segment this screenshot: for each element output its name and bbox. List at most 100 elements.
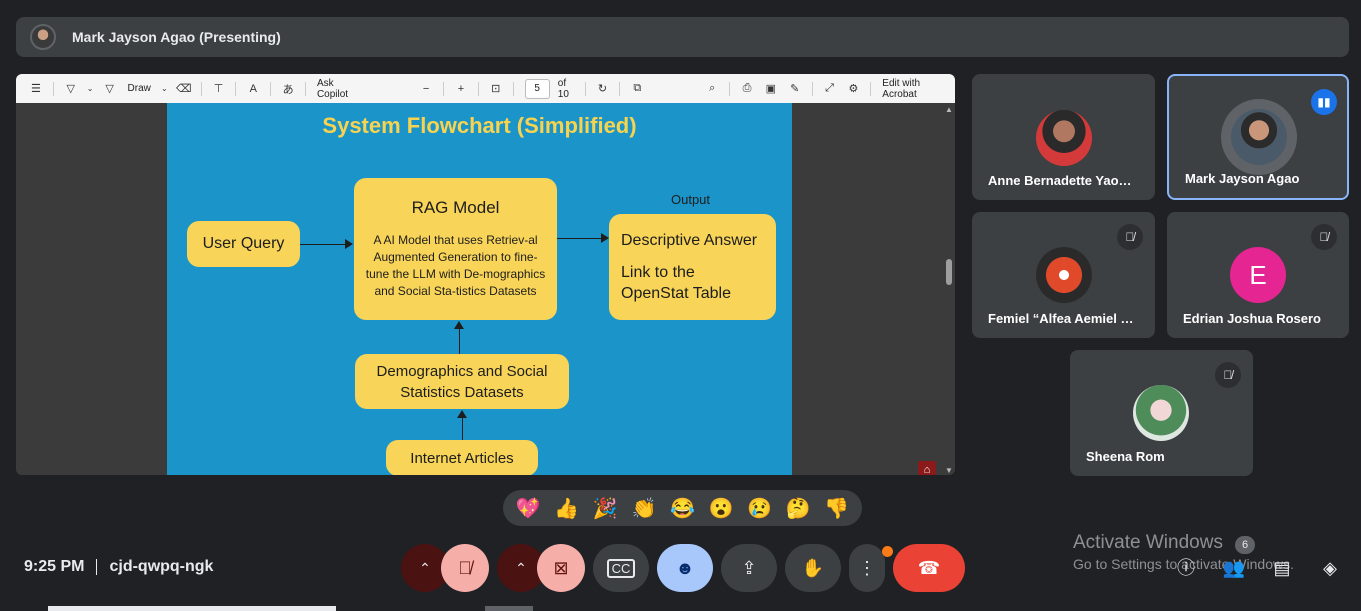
arrow-line [459,328,460,354]
save-icon[interactable]: ▣ [765,83,777,95]
translate-icon[interactable]: あ [282,83,294,96]
emoji-button[interactable]: ☻ [657,544,713,592]
rotate-icon[interactable]: ↻ [597,83,608,95]
people-count-badge: 6 [1235,536,1255,554]
present-icon: ⇪ [741,557,757,578]
page-view-icon[interactable]: ⧉ [633,82,642,94]
activities-icon[interactable]: ◈ [1323,558,1337,578]
chevron-down-icon[interactable]: ⌄ [86,84,94,93]
internet-articles-label: Internet Articles [410,449,514,467]
participant-name: Mark Jayson Agao [1185,171,1300,186]
pdf-scrollbar[interactable]: ▲ ▼ [945,103,953,475]
highlight-icon[interactable]: ▽ [66,83,75,95]
mic-toggle-button[interactable]: 🎙̸ [441,544,489,592]
acrobat-icon[interactable]: ⌂ [918,461,936,475]
text-box-icon[interactable]: ⊤ [213,83,224,95]
arrow-head [454,321,464,329]
participant-tile[interactable]: 🎙̸ Sheena Rom [1070,350,1253,476]
output-label: Output [671,192,711,207]
settings-icon[interactable]: ⚙ [848,83,859,95]
arrow-head [601,233,609,243]
emoji-icon: ☻ [675,557,695,578]
divider [200,81,202,96]
read-aloud-icon[interactable]: A [249,82,257,95]
scroll-thumb[interactable] [946,259,952,285]
fullscreen-icon[interactable]: ⤢ [825,82,834,94]
participant-tile[interactable]: E 🎙̸ Edrian Joshua Rosero [1167,212,1349,338]
participant-name: Femiel “Alfea Aemiel … [988,311,1134,326]
zoom-out-icon[interactable]: − [422,82,430,95]
divider [729,81,731,96]
people-icon[interactable]: 👥 [1222,558,1246,578]
captions-icon: CC [606,558,636,578]
end-call-button[interactable]: ☎ [893,544,965,592]
info-icon[interactable]: ⓘ [1177,558,1195,578]
slide: System Flowchart (Simplified) User Query… [167,103,792,475]
meeting-code: cjd-qwpq-ngk [109,558,214,575]
taskbar-edge [48,606,336,611]
divider [305,81,306,96]
zoom-in-icon[interactable]: + [457,82,465,95]
arrow-line [462,417,463,440]
divider [811,81,813,96]
reaction-thinking[interactable]: 🤔 [785,497,811,520]
edit-with-acrobat-button[interactable]: Edit with Acrobat [882,77,921,100]
avatar [1231,109,1287,165]
output-line-1: Descriptive Answer [621,232,758,249]
ask-copilot-button[interactable]: Ask Copilot [316,77,349,100]
reaction-sparkling-heart[interactable]: 💖 [515,497,541,520]
participant-name: Anne Bernadette Yao… [988,173,1132,188]
divider [96,559,98,575]
draw-button[interactable]: Draw [127,83,151,94]
divider [52,81,54,96]
chat-icon[interactable]: ▤ [1273,558,1291,578]
presenter-bar: Mark Jayson Agao (Presenting) [16,17,1349,57]
participant-tile[interactable]: 🎙̸ Femiel “Alfea Aemiel … [972,212,1155,338]
camera-toggle-button[interactable]: ⊠ [537,544,585,592]
scroll-down-icon[interactable]: ▼ [945,466,953,475]
participant-tile[interactable]: ▮▮ Mark Jayson Agao [1167,74,1349,200]
chevron-down-icon[interactable]: ⌄ [160,84,168,93]
output-line-2: Link to the OpenStat Table [621,264,732,302]
speaking-icon: ▮▮ [1311,89,1337,115]
divider [512,81,514,96]
more-options-button[interactable]: ⋮ [849,544,885,592]
reactions-bar: 💖 👍 🎉 👏 😂 😮 😢 🤔 👎 [503,490,862,526]
draw-icon[interactable]: ▽ [105,83,114,95]
fit-page-icon[interactable]: ⊡ [491,83,501,95]
pdf-toolbar: ☰ ▽ ⌄ ▽ Draw ⌄ ⌫ ⊤ A あ Ask Copilot − + ⊡… [16,74,955,103]
mic-off-icon: 🎙̸ [458,557,472,578]
participant-name: Sheena Rom [1086,449,1165,464]
internet-articles-box: Internet Articles [386,440,538,475]
search-icon[interactable]: ⌕ [709,82,716,94]
print-icon[interactable]: ⎙ [742,82,752,94]
participant-tile[interactable]: Anne Bernadette Yao… [972,74,1155,200]
reaction-thumbs-down[interactable]: 👎 [824,497,850,520]
save-as-icon[interactable]: ✎ [790,83,800,95]
reaction-clap[interactable]: 👏 [631,497,657,520]
raise-hand-icon: ✋ [801,557,825,578]
rag-title: RAG Model [411,198,500,217]
list-icon[interactable]: ☰ [31,83,41,95]
present-button[interactable]: ⇪ [721,544,777,592]
raise-hand-button[interactable]: ✋ [785,544,841,592]
reaction-laugh[interactable]: 😂 [670,497,695,520]
captions-button[interactable]: CC [593,544,649,592]
rag-description: A AI Model that uses Retriev-al Augmente… [365,233,546,298]
avatar [1133,385,1189,441]
reaction-thumbs-up[interactable]: 👍 [554,497,580,520]
eraser-icon[interactable]: ⌫ [175,83,192,95]
datasets-label: Demographics and Social Statistics Datas… [376,362,548,401]
divider [477,81,479,96]
scroll-up-icon[interactable]: ▲ [945,105,953,114]
divider [443,81,444,96]
reaction-sad[interactable]: 😢 [747,497,772,520]
reaction-surprised[interactable]: 😮 [708,497,734,520]
pdf-page-area[interactable]: System Flowchart (Simplified) User Query… [16,103,955,475]
page-number-input[interactable]: 5 [524,78,550,99]
divider [619,81,621,96]
divider [270,81,272,96]
arrow-line [300,244,346,245]
reaction-party[interactable]: 🎉 [592,497,618,520]
end-call-icon: ☎ [917,557,941,578]
